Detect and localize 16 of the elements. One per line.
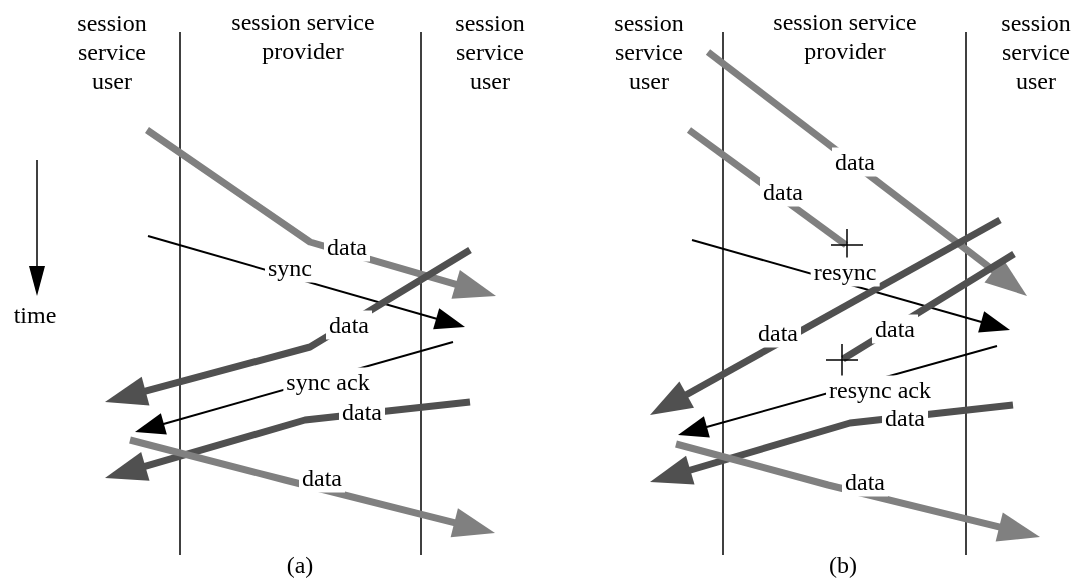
message-label: resync — [810, 257, 880, 287]
column-header: session service user — [454, 8, 526, 96]
column-header: session service user — [1000, 8, 1072, 96]
message-label: resync ack — [826, 375, 934, 405]
message-label: data — [832, 147, 878, 177]
message-label: data — [326, 310, 372, 340]
panel-label: (b) — [829, 550, 857, 579]
panel-label: (a) — [286, 550, 314, 579]
message-label: sync ack — [283, 367, 373, 397]
column-header: session service provider — [230, 8, 376, 66]
message-label: data — [872, 314, 918, 344]
column-header: session service user — [613, 8, 685, 96]
axis-label: time — [13, 300, 57, 330]
message-label: data — [760, 177, 806, 207]
column-header: session service provider — [772, 8, 918, 66]
column-header: session service user — [76, 8, 148, 96]
